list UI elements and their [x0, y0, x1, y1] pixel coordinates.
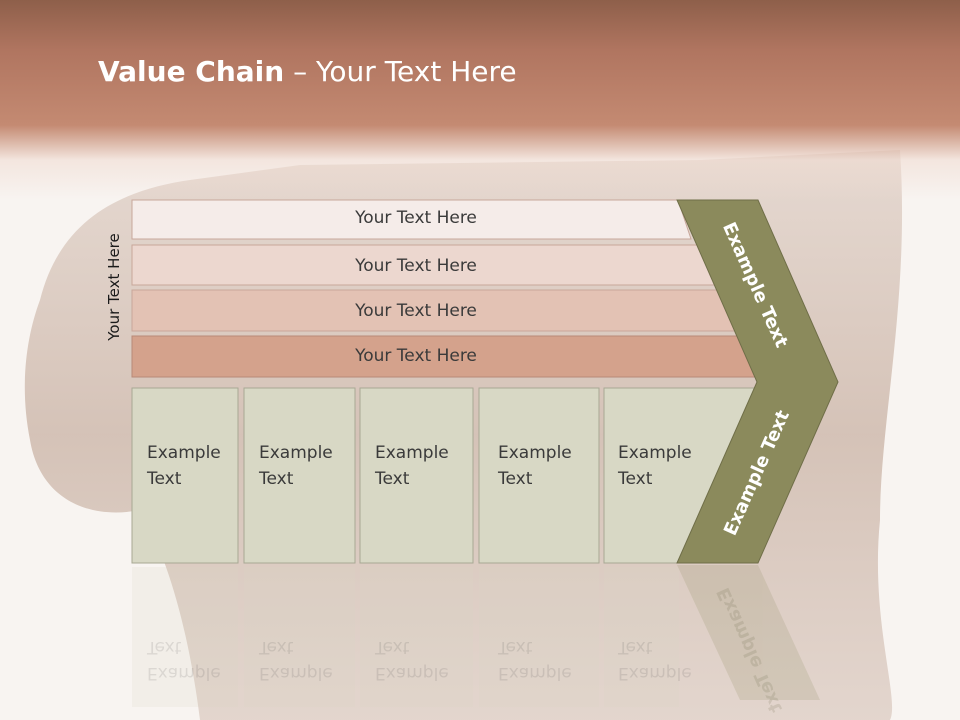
box-2-refl-line2: Text [259, 637, 294, 657]
box-1-line2: Text [147, 469, 182, 489]
box-3-refl-line2: Text [375, 637, 410, 657]
page-title: Value Chain – Your Text Here [98, 55, 517, 88]
box-2-line1: Example [259, 443, 333, 463]
bar-1[interactable] [131, 199, 692, 240]
box-4[interactable] [478, 387, 600, 564]
box-3-refl-line1: Example [375, 663, 449, 683]
box-3-line2: Text [375, 469, 410, 489]
box-2-line2: Text [259, 469, 294, 489]
box-4-line2: Text [498, 469, 533, 489]
box-2[interactable] [243, 387, 356, 564]
header-band [0, 0, 960, 200]
box-1-refl-line1: Example [147, 663, 221, 683]
box-4-refl-line1: Example [498, 663, 572, 683]
box-1-refl-line2: Text [147, 637, 182, 657]
title-bold: Value Chain [98, 55, 285, 88]
boxes-reflection [132, 565, 820, 707]
box-5-line1: Example [618, 443, 692, 463]
box-3[interactable] [359, 387, 474, 564]
bar-1-label: Your Text Here [355, 208, 477, 228]
box-1-reflection-text: Example Text [147, 634, 221, 686]
bar-4-label: Your Text Here [355, 346, 477, 366]
box-2-refl-line1: Example [259, 663, 333, 683]
box-5-refl-line1: Example [618, 663, 692, 683]
chevron-arrow[interactable] [676, 199, 839, 564]
box-2-reflection-text: Example Text [259, 634, 333, 686]
bar-2-label: Your Text Here [355, 256, 477, 276]
bar-3-label: Your Text Here [355, 301, 477, 321]
box-5-reflection-text: Example Text [618, 634, 692, 686]
box-1-line1: Example [147, 443, 221, 463]
box-3-reflection-text: Example Text [375, 634, 449, 686]
box-4-refl-line2: Text [498, 637, 533, 657]
title-rest: – Your Text Here [284, 55, 517, 88]
box-3-line1: Example [375, 443, 449, 463]
box-5-refl-line2: Text [618, 637, 653, 657]
box-5-line2: Text [618, 469, 653, 489]
box-4-reflection-text: Example Text [498, 634, 572, 686]
box-1[interactable] [131, 387, 239, 564]
box-4-line1: Example [498, 443, 572, 463]
